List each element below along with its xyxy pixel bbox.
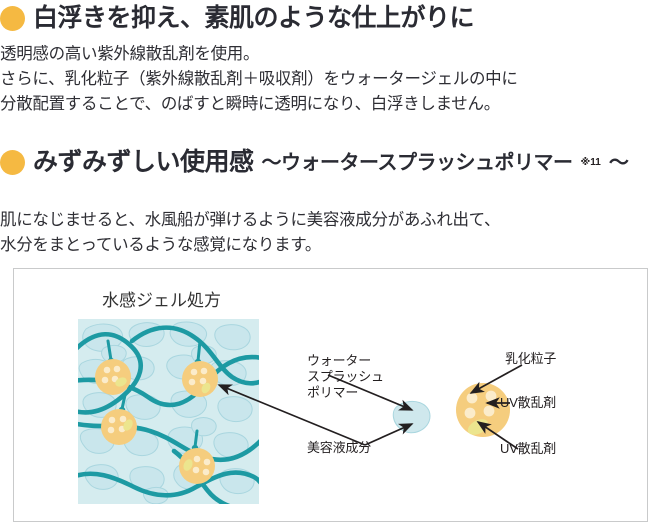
section-body-no-white-cast: 透明感の高い紫外線散乱剤を使用。 さらに、乳化粒子（紫外線散乱剤＋吸収剤）をウォ… [0, 45, 518, 113]
label-emulsion-particle: 乳化粒子 [505, 351, 557, 366]
footnote-marker: ※11 [579, 156, 602, 170]
section-heading-text: 白浮きを抑え、素肌のような仕上がりに [31, 4, 476, 33]
gel-illustration [78, 319, 259, 504]
section-heading-subtitle-tail: 〜 [607, 151, 630, 175]
orange-dot-icon [0, 150, 25, 175]
section-heading-text: みずみずしい使用感 [31, 148, 256, 177]
gel-structure-svg [78, 319, 259, 504]
orange-dot-icon [0, 6, 25, 31]
label-essence-ingredient: 美容液成分 [307, 440, 372, 455]
label-water-splash-polymer: ウォーター スプラッシュ ポリマー [307, 353, 384, 400]
arrow-essence-to-blob [364, 423, 414, 446]
gel-formula-title: 水感ジェル処方 [102, 291, 221, 310]
section-heading-subtitle: 〜ウォータースプラッシュポリマー [260, 151, 575, 175]
label-uv-scattering-agent-1: UV散乱剤 [500, 395, 557, 410]
water-splash-polymer-blob [392, 401, 431, 434]
arrow-emulsion-particle [469, 364, 523, 394]
section-heading-no-white-cast: 白浮きを抑え、素肌のような仕上がりに [0, 4, 476, 33]
label-uv-scattering-agent-2: UV散乱剤 [500, 441, 557, 456]
section-body-fresh-feel: 肌になじませると、水風船が弾けるように美容液成分があふれ出て、 水分をまとってい… [0, 211, 501, 254]
section-heading-fresh-feel: みずみずしい使用感 〜ウォータースプラッシュポリマー ※11 〜 [0, 148, 631, 177]
